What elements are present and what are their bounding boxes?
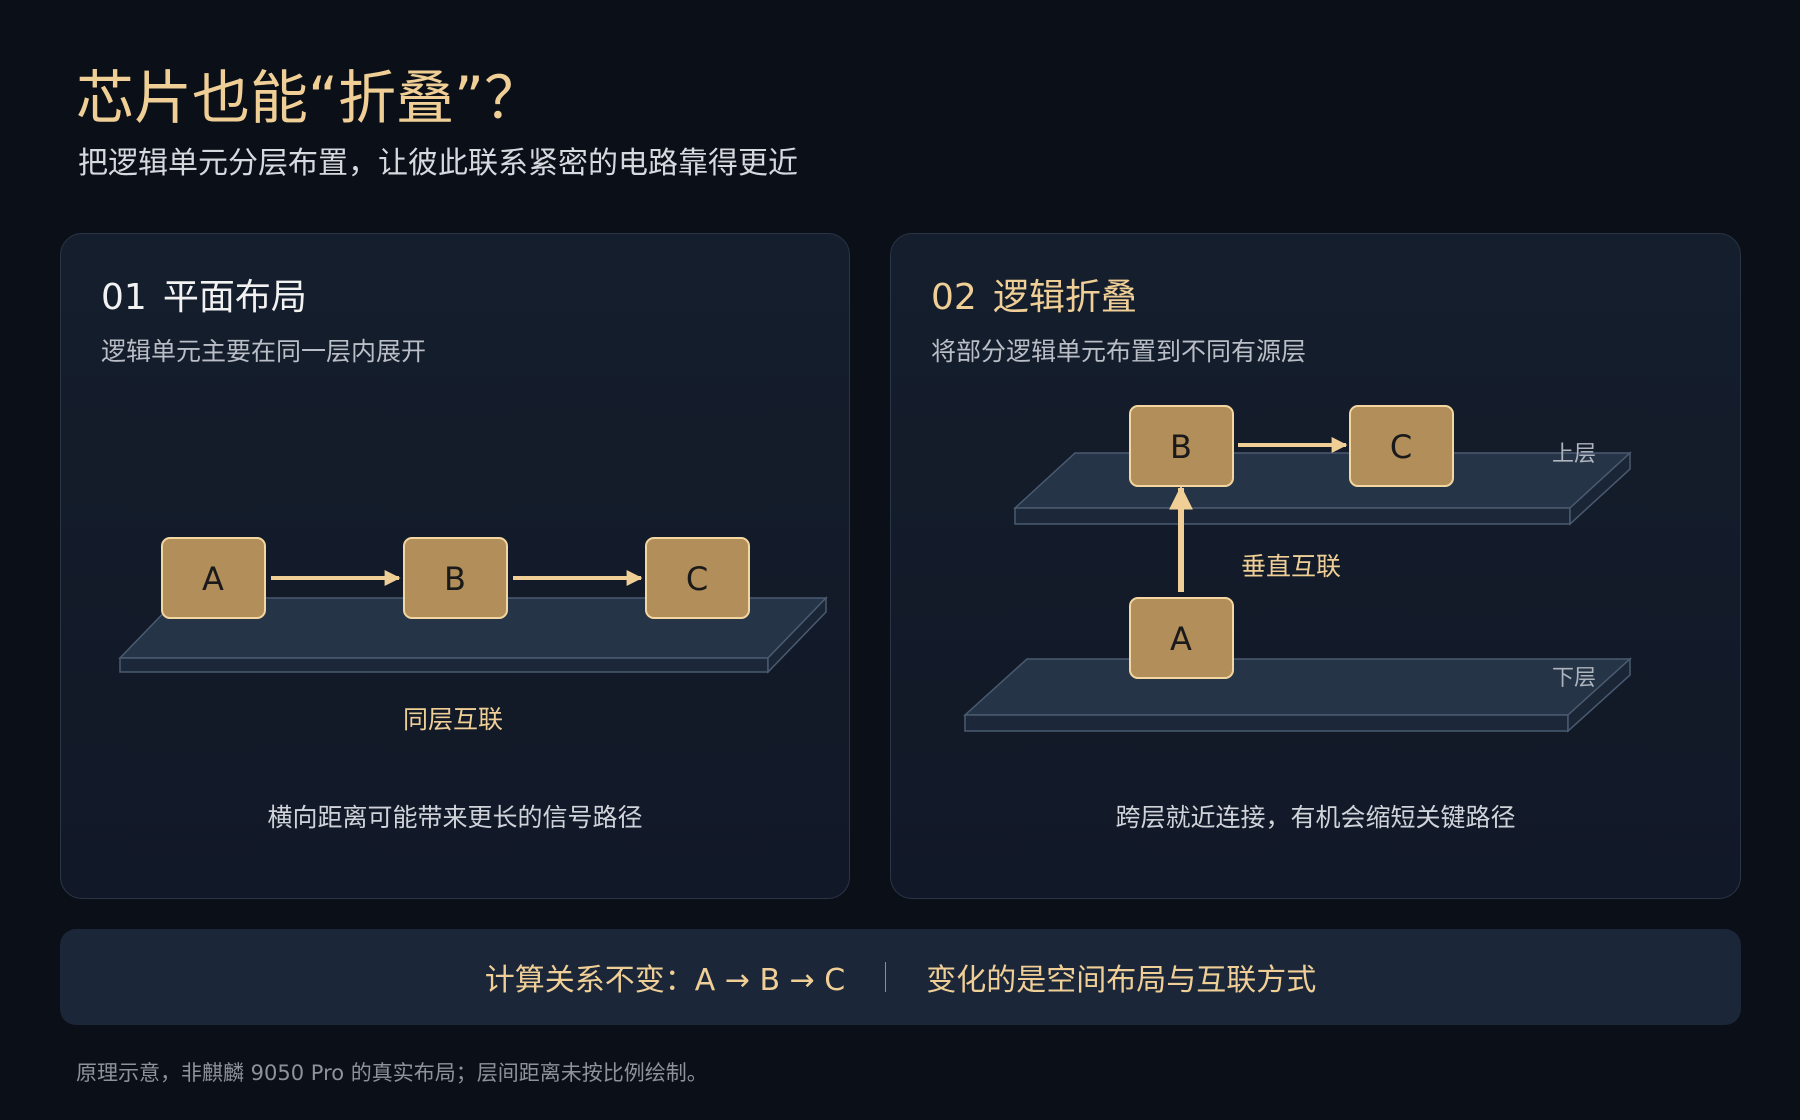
logic-box-a: A: [161, 537, 266, 619]
box-label: B: [444, 560, 466, 598]
box-label: A: [1170, 620, 1192, 658]
lower-layer-front-edge: [964, 714, 1569, 732]
panel-title-text: 平面布局: [162, 277, 307, 318]
upper-layer-label: 上层: [1552, 442, 1596, 467]
summary-bar: 计算关系不变：A → B → C 变化的是空间布局与互联方式: [60, 929, 1741, 1025]
summary-divider: [885, 962, 887, 992]
same-layer-link-label: 同层互联: [403, 705, 503, 734]
vertical-link-label: 垂直互联: [1241, 552, 1341, 581]
panel-number: 02: [931, 277, 977, 318]
panel-caption: 跨层就近连接，有机会缩短关键路径: [1115, 803, 1516, 832]
panel-title-text: 逻辑折叠: [992, 277, 1137, 318]
logic-box-b: B: [403, 537, 508, 619]
box-label: B: [1170, 428, 1192, 466]
lower-layer-side-edge: [1567, 657, 1631, 733]
footnote: 原理示意，非麒麟 9050 Pro 的真实布局；层间距离未按比例绘制。: [76, 1061, 708, 1085]
upper-layer-side-edge: [1569, 451, 1631, 526]
logic-box-a: A: [1129, 597, 1234, 679]
layer-side-edge: [767, 596, 827, 674]
box-label: A: [202, 560, 224, 598]
upper-layer-front-edge: [1014, 507, 1571, 525]
panel-title: 01 平面布局: [101, 274, 307, 322]
planar-diagram: A B C 同层互联: [118, 537, 828, 734]
logic-box-c: C: [645, 537, 750, 619]
panel-logic-folding: 02 逻辑折叠 将部分逻辑单元布置到不同有源层 上层 下层 垂直互联 B: [890, 233, 1741, 899]
logic-box-b: B: [1129, 405, 1234, 487]
summary-left: 计算关系不变：A → B → C: [484, 963, 846, 998]
panel-description: 逻辑单元主要在同一层内展开: [101, 337, 427, 366]
upper-layer-top-face: [1013, 452, 1632, 509]
panel-number: 01: [101, 277, 147, 318]
lower-layer-top-face: [963, 658, 1632, 716]
panel-description: 将部分逻辑单元布置到不同有源层: [931, 337, 1307, 366]
summary-right: 变化的是空间布局与互联方式: [926, 963, 1317, 998]
layer-front-edge: [119, 657, 769, 673]
page-title: 芯片也能“折叠”？: [76, 64, 543, 132]
panel-caption: 横向距离可能带来更长的信号路径: [267, 803, 643, 832]
logic-box-c: C: [1349, 405, 1454, 487]
panel-title: 02 逻辑折叠: [931, 274, 1137, 322]
page-subtitle: 把逻辑单元分层布置，让彼此联系紧密的电路靠得更近: [78, 146, 798, 181]
folded-diagram: 上层 下层 垂直互联 B C A: [963, 405, 1632, 733]
box-label: C: [686, 560, 708, 598]
box-label: C: [1390, 428, 1412, 466]
lower-layer-label: 下层: [1552, 666, 1596, 691]
